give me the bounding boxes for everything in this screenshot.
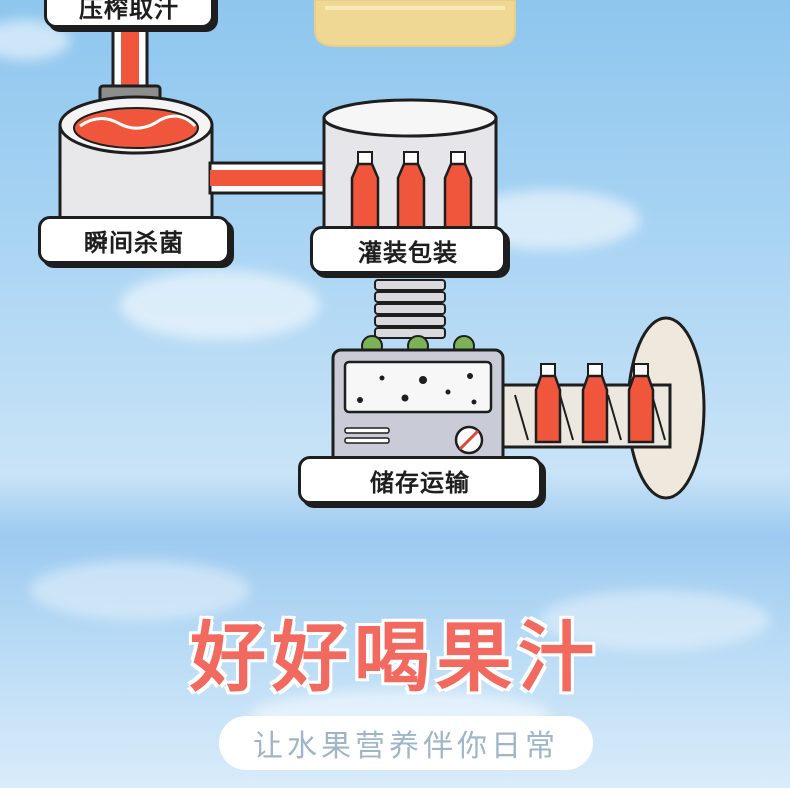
step-label-sterilize: 瞬间杀菌: [38, 216, 230, 264]
juice-process-illustration: [58, 0, 706, 500]
storage-machine-icon: [331, 335, 505, 467]
step-label-fill: 灌装包装: [310, 226, 506, 274]
cloud-decoration: [120, 270, 320, 340]
tagline-text: 让水果营养伴你日常: [253, 729, 559, 764]
bottle-icon: [581, 363, 609, 444]
pipe-vertical: [98, 28, 162, 106]
tagline-pill: 让水果营养伴你日常: [219, 716, 593, 770]
filling-machine-icon: [322, 98, 498, 250]
bottle-icon: [396, 151, 426, 234]
juice-jar-icon: [314, 0, 516, 47]
cloud-decoration: [30, 560, 250, 620]
spring-connector-icon: [374, 279, 446, 339]
step-label-store: 储存运输: [298, 456, 542, 504]
bottle-icon: [534, 363, 562, 444]
cloud-decoration: [540, 590, 770, 650]
step-label-press: 压榨取汁: [44, 0, 214, 28]
conveyor-tube-icon: [498, 316, 706, 500]
bottle-icon: [627, 363, 655, 444]
pipe-horizontal: [208, 161, 332, 195]
page-headline: 好好喝果汁: [190, 613, 600, 702]
